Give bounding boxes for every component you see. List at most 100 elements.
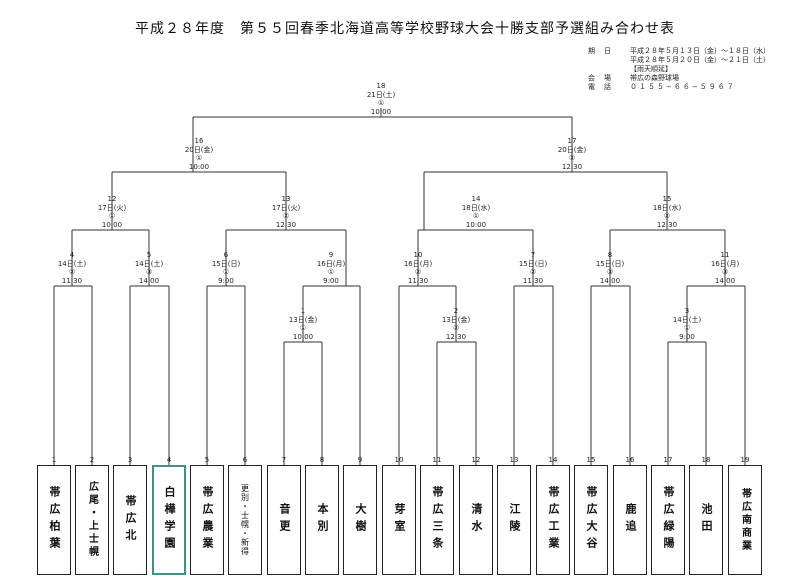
info-label: 会 場: [588, 74, 612, 82]
team-name: 帯広北: [124, 494, 137, 546]
info-row: 平成２８年５月２０日（金）〜２１日（土）: [588, 56, 796, 65]
match-no: 14: [471, 195, 481, 203]
match-game: ③: [145, 268, 153, 276]
team-box: 鹿追: [613, 465, 647, 575]
team-number: 5: [204, 456, 210, 464]
match-no: 8: [607, 251, 613, 259]
match-date: 18日(水): [652, 203, 682, 212]
match-game: ③: [721, 268, 729, 276]
match-no: 3: [684, 307, 690, 315]
match-date: 14日(土): [134, 259, 164, 268]
match-date: 15日(日): [595, 259, 625, 268]
info-value: ０１５５−６６−５９６７: [630, 83, 736, 91]
match-no: 2: [453, 307, 459, 315]
team-number: 13: [509, 456, 519, 464]
match-time: 10:00: [292, 332, 314, 341]
match-game: ②: [452, 324, 460, 332]
match-date: 15日(日): [518, 259, 548, 268]
match-game: ①: [683, 324, 691, 332]
match-game: ①: [377, 99, 385, 107]
match-no: 6: [223, 251, 229, 259]
team-number: 3: [127, 456, 133, 464]
info-row: 電 話 ０１５５−６６−５９６７: [588, 83, 796, 92]
match-time: 12:30: [656, 220, 678, 229]
info-row: 会 場 帯広の森野球場: [588, 74, 796, 83]
match-date: 20日(金): [184, 145, 214, 154]
match-date: 14日(土): [57, 259, 87, 268]
match-game: ①: [222, 268, 230, 276]
team-name: 帯広農業: [201, 486, 214, 554]
match-date: 16日(月): [710, 259, 740, 268]
info-value: 平成２８年５月１３日（金）〜１８日（水）: [630, 47, 770, 55]
team-number: 4: [166, 456, 172, 464]
team-name: 本別: [316, 503, 329, 537]
team-number: 6: [242, 456, 248, 464]
match-time: 12:30: [275, 220, 297, 229]
match-date: 16日(月): [316, 259, 346, 268]
team-number: 11: [432, 456, 442, 464]
info-row: 期 日 平成２８年５月１３日（金）〜１８日（水）: [588, 47, 796, 56]
match-game: ①: [327, 268, 335, 276]
team-name: 芽室: [393, 503, 406, 537]
team-name: 音更: [278, 503, 291, 537]
match-no: 5: [146, 251, 152, 259]
team-number: 2: [89, 456, 95, 464]
team-name: 帯広大谷: [585, 486, 598, 554]
match-no: 4: [69, 251, 75, 259]
team-number: 18: [701, 456, 711, 464]
match-time: 10:00: [370, 107, 392, 116]
team-name: 白樺学園: [163, 486, 176, 554]
team-name: 江陵: [508, 503, 521, 537]
match-game: ①: [472, 212, 480, 220]
team-name: 大樹: [354, 503, 367, 537]
team-number: 8: [319, 456, 325, 464]
team-box: 芽室: [382, 465, 416, 575]
team-name: 鹿追: [624, 503, 637, 537]
team-box: 白樺学園: [152, 465, 186, 575]
match-game: ②: [529, 268, 537, 276]
match-no: 13: [281, 195, 291, 203]
match-date: 17日(火): [271, 203, 301, 212]
team-box: 更別・士幌・新得: [228, 465, 262, 575]
match-time: 11:30: [61, 276, 83, 285]
info-value: 【雨天順延】: [630, 65, 672, 73]
team-box: 帯広緑陽: [651, 465, 685, 575]
team-name: 広尾・上士幌: [86, 481, 98, 559]
team-name: 帯広工業: [547, 486, 560, 554]
match-no: 15: [662, 195, 672, 203]
team-box: 帯広大谷: [574, 465, 608, 575]
team-number: 1: [51, 456, 57, 464]
match-no: 10: [413, 251, 423, 259]
team-name: 更別・士幌・新得: [240, 484, 250, 556]
match-no: 16: [194, 137, 204, 145]
match-date: 20日(金): [557, 145, 587, 154]
team-name: 帯広南商業: [739, 487, 751, 553]
team-number: 12: [471, 456, 481, 464]
team-number: 9: [357, 456, 363, 464]
page-title: 平成２８年度 第５５回春季北海道高等学校野球大会十勝支部予選組み合わせ表: [135, 21, 675, 37]
info-label: 電 話: [588, 83, 612, 91]
team-name: 池田: [700, 503, 713, 537]
match-time: 14:00: [138, 276, 160, 285]
match-game: ②: [68, 268, 76, 276]
match-game: ①: [108, 212, 116, 220]
team-box: 帯広柏葉: [37, 465, 71, 575]
match-date: 17日(火): [97, 203, 127, 212]
match-time: 10:00: [465, 220, 487, 229]
match-time: 9:00: [323, 276, 339, 285]
info-row: 【雨天順延】: [588, 65, 796, 74]
match-time: 14:00: [599, 276, 621, 285]
